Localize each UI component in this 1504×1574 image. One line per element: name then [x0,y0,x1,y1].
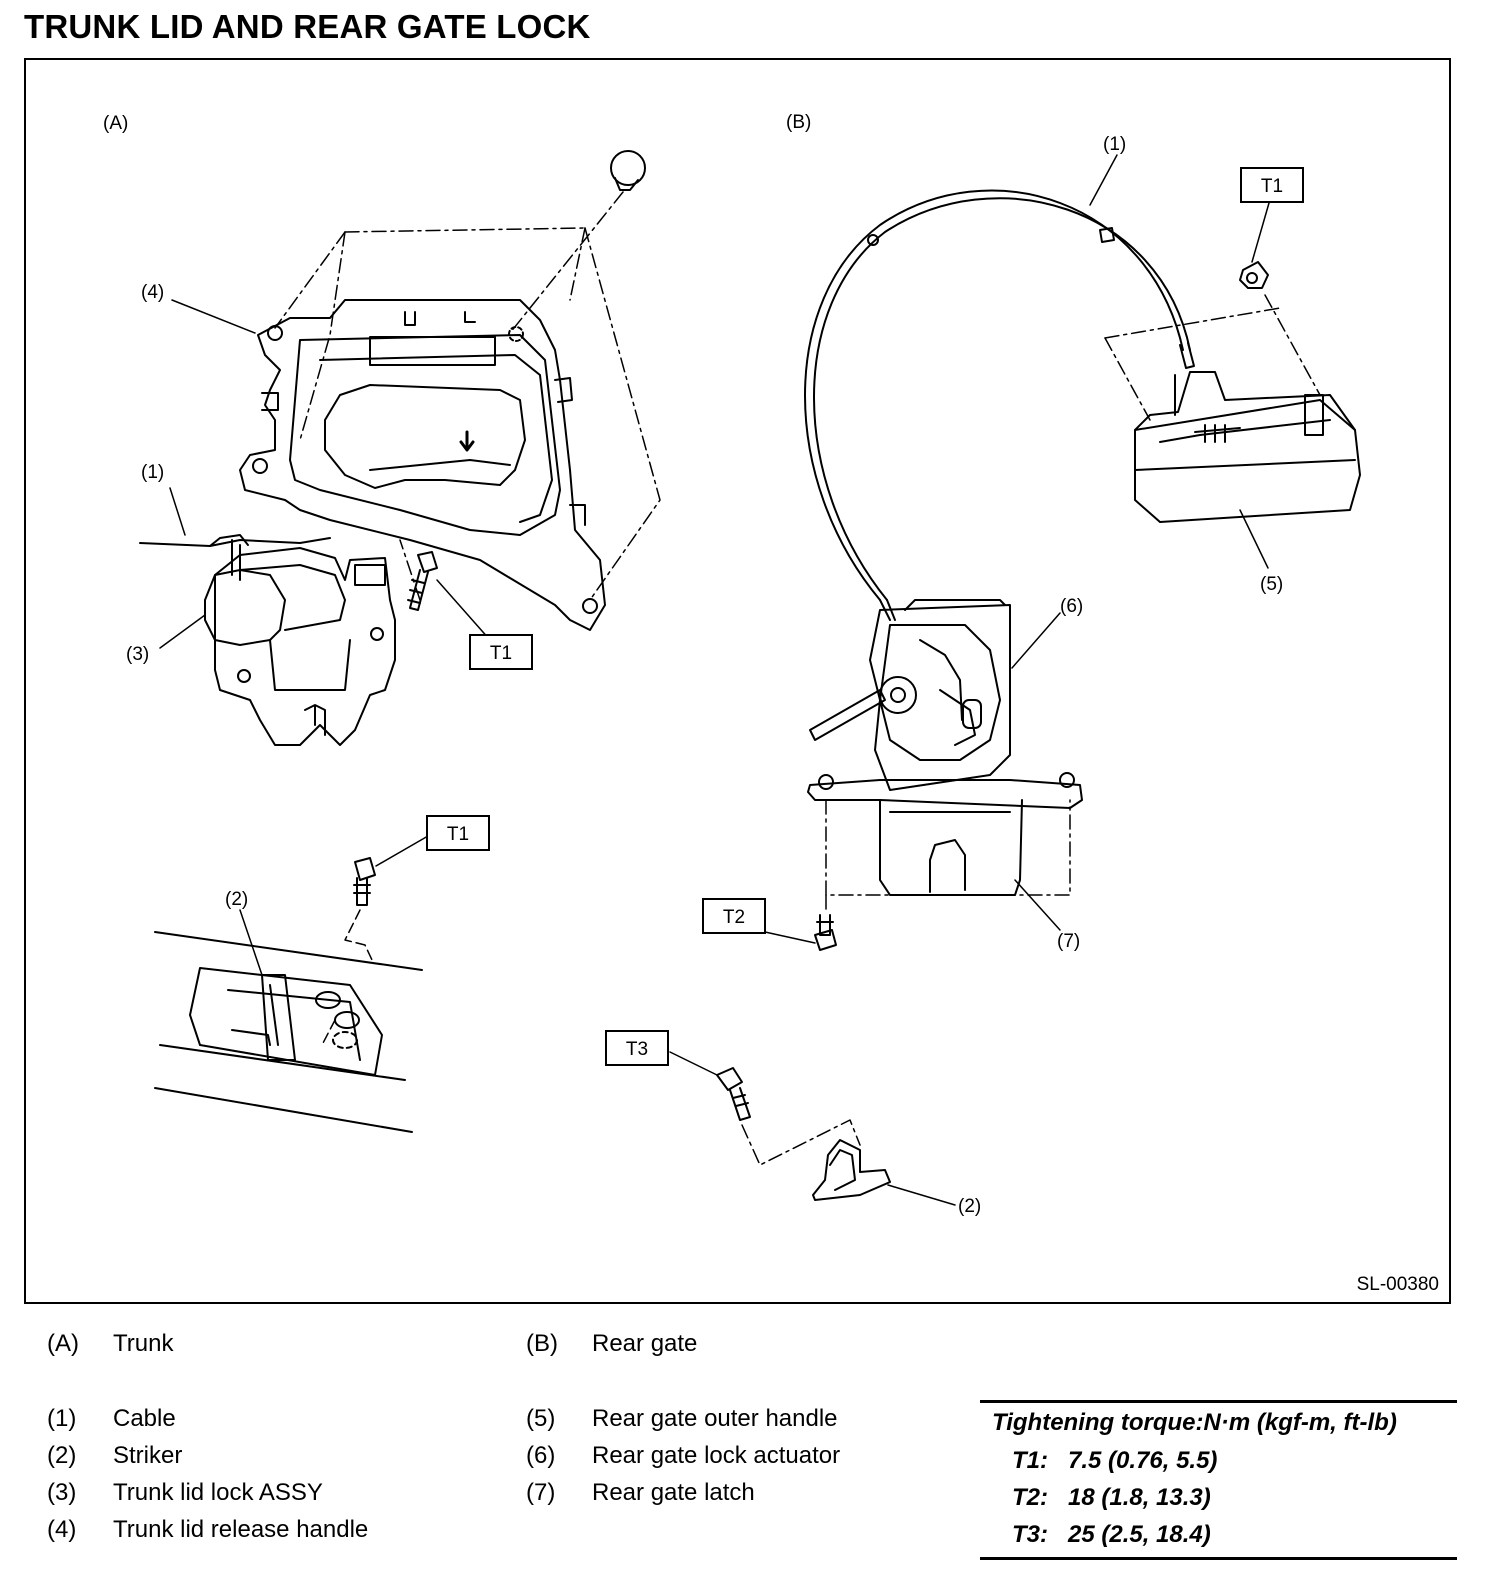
legend-item-3: (3) Trunk lid lock ASSY [47,1479,467,1509]
bolt-t1-striker [353,857,376,906]
striker-b [812,1139,891,1201]
torque-value: 7.5 (0.76, 5.5) [1068,1447,1218,1474]
legend-item-7: (7) Rear gate latch [526,1479,946,1509]
legend-name: Trunk [113,1330,174,1357]
callout-a-2: (2) [225,889,248,910]
legend-item-4: (4) Trunk lid release handle [47,1516,467,1546]
svg-text:T1: T1 [447,824,469,845]
cable-a [139,537,331,547]
torque-value: 18 (1.8, 13.3) [1068,1484,1211,1511]
rear-gate-cable [804,189,1195,621]
diagram-frame: SL-00380 [24,58,1451,1304]
legend-code: (2) [47,1442,77,1469]
legend-code: (4) [47,1516,77,1543]
bolt-t3 [716,1067,751,1121]
svg-text:T1: T1 [490,643,512,664]
tag-t1-striker: T1 [426,815,490,851]
legend-code: (B) [526,1330,558,1357]
legend-left: (A) Trunk (1) Cable (2) Striker (3) Trun… [47,1330,467,1560]
legend-item-a: (A) Trunk [47,1330,467,1360]
legend-name: Cable [113,1405,176,1432]
legend-item-2: (2) Striker [47,1442,467,1472]
legend-code: (7) [526,1479,556,1506]
rear-gate-lock-actuator [809,599,1011,791]
legend-name: Trunk lid lock ASSY [113,1479,323,1506]
callout-b-5: (5) [1260,574,1283,595]
legend-name: Rear gate outer handle [592,1405,838,1432]
torque-row-t3: T3: 25 (2.5, 18.4) [1012,1521,1211,1549]
rear-gate-latch [807,772,1083,896]
callout-a-4: (4) [141,282,164,303]
torque-code: T2: [1012,1484,1048,1511]
legend-code: (5) [526,1405,556,1432]
rear-gate-outer-handle [1134,371,1361,523]
tag-t3: T3 [605,1030,669,1066]
bolt-t1-a [407,551,438,611]
callout-a-1: (1) [141,462,164,483]
legend-name: Trunk lid release handle [113,1516,369,1543]
legend-item-6: (6) Rear gate lock actuator [526,1442,946,1472]
legend-name: Rear gate lock actuator [592,1442,841,1469]
tag-t1-outer-handle: T1 [1240,167,1304,203]
tag-t1-handle: T1 [469,634,533,670]
svg-text:T3: T3 [626,1039,648,1060]
legend-code: (1) [47,1405,77,1432]
legend-item-b: (B) Rear gate [526,1330,946,1360]
bolt-t2 [814,914,837,951]
striker-a [154,931,423,1133]
trunk-lid-lock-assy [204,539,396,746]
torque-title: Tightening torque:N·m (kgf-m, ft-lb) [992,1409,1397,1436]
callout-b-2: (2) [958,1196,981,1217]
tag-t2: T2 [702,898,766,934]
legend-right: (B) Rear gate (5) Rear gate outer handle… [526,1330,946,1530]
svg-text:T2: T2 [723,907,745,928]
torque-code: T3: [1012,1521,1048,1548]
legend-name: Rear gate latch [592,1479,755,1506]
torque-value: 25 (2.5, 18.4) [1068,1521,1211,1548]
torque-row-t2: T2: 18 (1.8, 13.3) [1012,1484,1211,1512]
nut-t1-b [1239,261,1269,289]
clip-icon [610,150,646,191]
callout-b-1: (1) [1103,134,1126,155]
svg-text:T1: T1 [1261,176,1283,197]
legend-code: (6) [526,1442,556,1469]
legend-name: Rear gate [592,1330,698,1357]
legend-code: (3) [47,1479,77,1506]
legend-code: (A) [47,1330,79,1357]
torque-row-t1: T1: 7.5 (0.76, 5.5) [1012,1447,1217,1475]
figure-id: SL-00380 [1356,1274,1439,1295]
section-a-label: (A) [103,113,128,134]
torque-code: T1: [1012,1447,1048,1474]
callout-a-3: (3) [126,644,149,665]
torque-table: Tightening torque:N·m (kgf-m, ft-lb) T1:… [980,1400,1457,1560]
legend-name: Striker [113,1442,183,1469]
legend-item-1: (1) Cable [47,1405,467,1435]
trunk-lid-release-handle [239,299,606,631]
section-b-label: (B) [786,112,811,133]
torque-tags: T1 T1 T1 T2 T3 [426,167,1304,1066]
legend-item-5: (5) Rear gate outer handle [526,1405,946,1435]
page-title: TRUNK LID AND REAR GATE LOCK [24,8,591,45]
callout-b-6: (6) [1060,596,1083,617]
callout-b-7: (7) [1057,931,1080,952]
